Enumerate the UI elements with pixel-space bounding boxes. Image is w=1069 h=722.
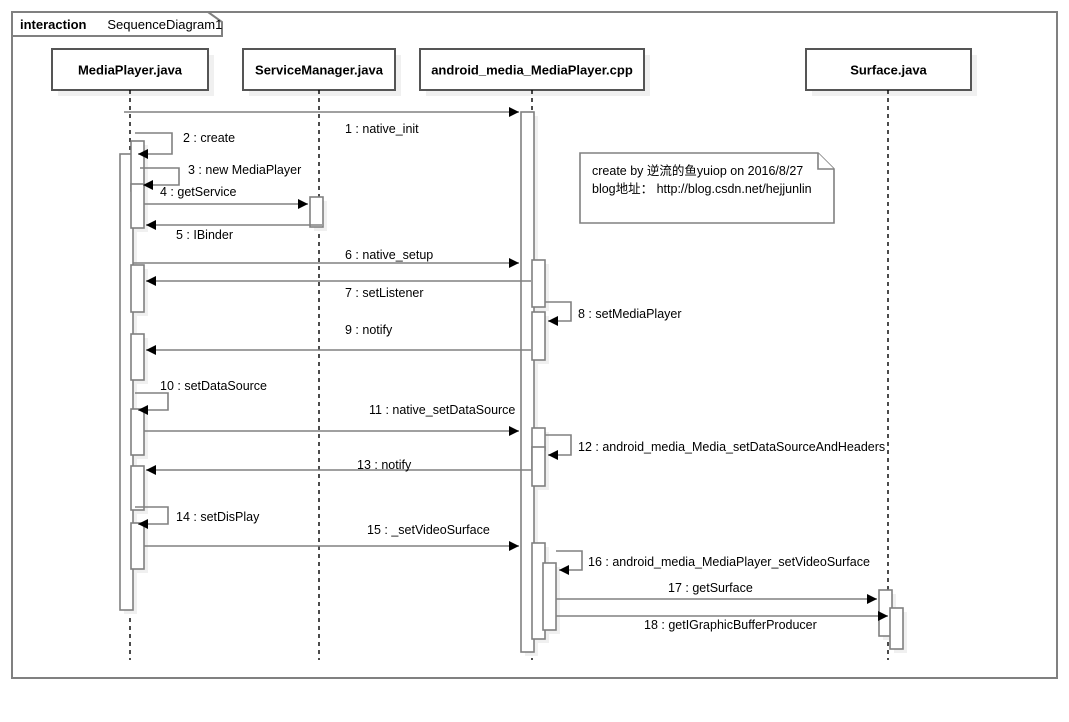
arrowhead <box>548 316 558 326</box>
activation-bar-cpp <box>531 311 546 361</box>
activation-bar-mediaplayer <box>119 153 134 611</box>
message-14[interactable]: 14 : setDisPlay <box>135 506 260 529</box>
message-label-11: 11 : native_setDataSource <box>369 403 515 417</box>
note-group: create by 逆流的鱼yuiop on 2016/8/27 blog地址： … <box>579 152 835 224</box>
message-15[interactable]: 15 : _setVideoSurface <box>144 523 519 551</box>
arrowhead <box>878 611 888 621</box>
arrowhead <box>146 345 156 355</box>
message-label-5: 5 : IBinder <box>176 228 233 242</box>
message-label-8: 8 : setMediaPlayer <box>578 307 682 321</box>
note-fold-corner <box>817 153 834 170</box>
interaction-frame: interaction SequenceDiagram1 <box>11 11 1058 679</box>
message-1[interactable]: 1 : native_init <box>124 107 519 136</box>
frame-keyword: interaction <box>20 17 87 32</box>
message-line-3 <box>140 167 180 186</box>
arrowhead <box>146 465 156 475</box>
message-line-2 <box>135 132 173 155</box>
message-label-16: 16 : android_media_MediaPlayer_setVideoS… <box>588 555 870 569</box>
arrowhead <box>509 541 519 551</box>
message-line-10 <box>135 392 169 411</box>
frame-name: SequenceDiagram1 <box>107 17 222 32</box>
arrowhead <box>509 107 519 117</box>
message-label-13: 13 : notify <box>357 458 412 472</box>
arrowhead <box>146 276 156 286</box>
message-18[interactable]: 18 : getIGraphicBufferProducer <box>556 611 888 632</box>
arrowhead <box>146 220 156 230</box>
activation-bar-cpp <box>520 111 535 653</box>
activation-bar-mediaplayer <box>130 408 145 456</box>
lifeline-box-mediaplayer[interactable] <box>51 48 209 91</box>
message-label-10: 10 : setDataSource <box>160 379 267 393</box>
message-7[interactable]: 7 : setListener <box>146 276 531 300</box>
activation-bar-mediaplayer <box>130 465 145 511</box>
activation-bar-servicemanager <box>309 196 324 228</box>
lifeline-box-surface[interactable] <box>805 48 972 91</box>
message-label-15: 15 : _setVideoSurface <box>367 523 490 537</box>
message-label-1: 1 : native_init <box>345 122 419 136</box>
message-8[interactable]: 8 : setMediaPlayer <box>545 301 682 326</box>
activation-bar-surface <box>889 607 904 650</box>
lifeline-label-servicemanager: ServiceManager.java <box>255 63 384 78</box>
lifeline-box-servicemanager[interactable] <box>242 48 396 91</box>
message-12[interactable]: 12 : android_media_Media_setDataSourceAn… <box>545 434 885 460</box>
message-line-14 <box>135 506 169 525</box>
arrowhead <box>867 594 877 604</box>
message-13[interactable]: 13 : notify <box>146 458 531 475</box>
message-label-2: 2 : create <box>183 131 235 145</box>
lifeline-label-cpp: android_media_MediaPlayer.cpp <box>431 63 633 78</box>
message-17[interactable]: 17 : getSurface <box>556 581 877 604</box>
activation-bar-mediaplayer <box>130 522 145 570</box>
message-label-4: 4 : getService <box>160 185 236 199</box>
message-10[interactable]: 10 : setDataSource <box>135 379 267 415</box>
activation-bars-group <box>119 111 907 656</box>
arrowhead <box>138 149 148 159</box>
arrowhead <box>138 519 148 529</box>
message-label-12: 12 : android_media_Media_setDataSourceAn… <box>578 440 885 454</box>
activation-bar-mediaplayer <box>130 264 145 313</box>
activation-bar-cpp <box>531 446 546 487</box>
message-4[interactable]: 4 : getService <box>144 185 308 209</box>
note-line-1: blog地址： http://blog.csdn.net/hejjunlin <box>592 182 812 196</box>
lifeline-label-surface: Surface.java <box>850 63 927 78</box>
message-line-8 <box>545 301 572 322</box>
lifeline-label-mediaplayer: MediaPlayer.java <box>78 63 183 78</box>
message-label-14: 14 : setDisPlay <box>176 510 260 524</box>
arrowhead <box>548 450 558 460</box>
message-line-16 <box>556 550 583 571</box>
note-body <box>579 152 835 224</box>
message-11[interactable]: 11 : native_setDataSource <box>144 403 519 436</box>
message-6[interactable]: 6 : native_setup <box>133 248 519 268</box>
message-label-18: 18 : getIGraphicBufferProducer <box>644 618 817 632</box>
lifelines-group: MediaPlayer.java ServiceManager.java andro… <box>51 48 977 660</box>
message-5[interactable]: 5 : IBinder <box>146 220 322 242</box>
message-label-9: 9 : notify <box>345 323 393 337</box>
lifeline-box-cpp[interactable] <box>419 48 645 91</box>
message-label-7: 7 : setListener <box>345 286 424 300</box>
activation-bar-mediaplayer <box>130 183 145 229</box>
arrowhead <box>298 199 308 209</box>
arrowhead <box>509 426 519 436</box>
arrowhead <box>138 405 148 415</box>
arrowhead <box>143 180 153 190</box>
message-9[interactable]: 9 : notify <box>146 323 531 355</box>
message-16[interactable]: 16 : android_media_MediaPlayer_setVideoS… <box>556 550 870 575</box>
message-label-6: 6 : native_setup <box>345 248 433 262</box>
note-line-0: create by 逆流的鱼yuiop on 2016/8/27 <box>592 163 803 178</box>
activation-bar-cpp <box>531 259 546 308</box>
message-label-17: 17 : getSurface <box>668 581 753 595</box>
messages-group: 1 : native_init 2 : create 3 : new MediaPl… <box>124 107 888 632</box>
activation-bar-mediaplayer <box>130 333 145 381</box>
frame-tab <box>11 11 223 37</box>
diagram-frame <box>11 11 1058 679</box>
message-3[interactable]: 3 : new MediaPlayer <box>140 163 301 190</box>
message-label-3: 3 : new MediaPlayer <box>188 163 301 177</box>
arrowhead <box>509 258 519 268</box>
message-2[interactable]: 2 : create <box>135 131 235 159</box>
message-line-12 <box>545 434 572 456</box>
arrowhead <box>559 565 569 575</box>
activation-bar-cpp <box>542 562 557 631</box>
